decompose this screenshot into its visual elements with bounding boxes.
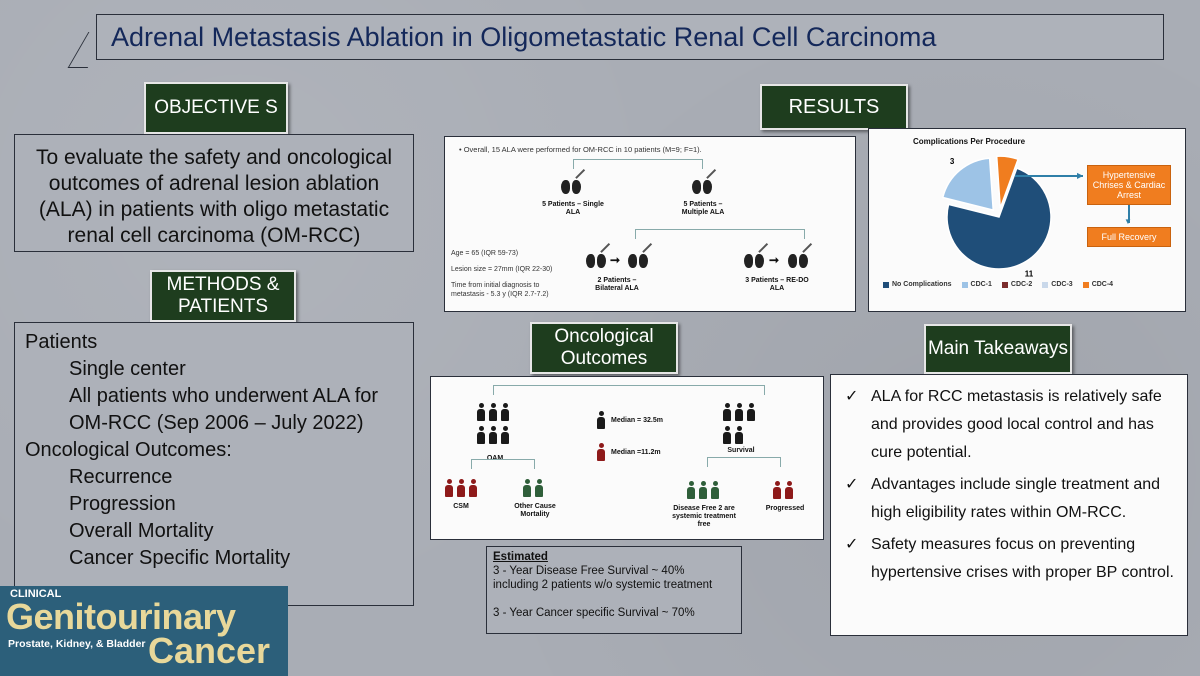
other-mortality-text: Other Cause Mortality [514,503,556,518]
patients-item: All patients who underwent ALA for OM-RC… [69,385,379,434]
estimated-line: including 2 patients w/o systemic treatm… [493,579,713,591]
estimated-panel: Estimated 3 - Year Disease Free Survival… [486,546,742,634]
chart-title: Complications Per Procedure [912,137,1026,146]
person-icon [596,443,606,461]
takeaway-item: Advantages include single treatment and … [837,471,1179,527]
other-people [521,479,545,502]
legend-label: CDC-2 [1010,281,1033,288]
csm-people [443,479,479,502]
logo-cancer: Cancer [148,630,271,671]
takeaway-item: Safety measures focus on preventing hype… [837,531,1179,587]
legend-item: No Complications [883,281,952,288]
outcomes-item: Progression [69,493,176,515]
legend-item: CDC-1 [961,281,992,288]
patients-heading: Patients [25,331,98,353]
pie-slice-no-complications [946,167,1052,270]
kidney-icon [585,242,610,276]
pie-value-label: 1 [1007,149,1012,150]
results-panel: • Overall, 15 ALA were performed for OM-… [444,136,856,312]
pie-value-label: 3 [950,157,955,166]
journal-logo: CLINICAL Genitourinary Prostate, Kidney,… [0,586,288,676]
kidney-icon [743,242,768,276]
oncological-label: Oncological Outcomes [530,322,678,374]
csm-text: CSM [453,503,469,510]
pie-slice-cdc-1 [941,157,995,212]
median-2: Median =11.2m [611,449,661,456]
legend-item: CDC-2 [1001,281,1033,288]
estimated-heading: Estimated [493,551,548,563]
single-ala-text: 5 Patients – Single ALA [542,201,604,216]
arrow-icon: ➞ [610,253,621,267]
outcomes-item: Overall Mortality [69,520,214,542]
person-icon [596,411,606,429]
legend-swatch [961,281,968,288]
objective-text: To evaluate the safety and oncological o… [35,146,393,247]
median-1: Median = 32.5m [611,417,663,424]
progressed-people [771,481,795,504]
bilateral-ala-text: 2 Patients – Bilateral ALA [595,277,639,292]
takeaways-panel: ALA for RCC metastasis is relatively saf… [830,374,1188,636]
methods-label: METHODS & PATIENTS [150,270,296,322]
legend-swatch [1001,281,1008,288]
logo-small-text: CLINICAL [10,588,62,600]
page-title: Adrenal Metastasis Ablation in Oligometa… [111,21,937,52]
disease-free-people [685,481,721,504]
legend-item: CDC-3 [1042,281,1073,288]
results-overall: • Overall, 15 ALA were performed for OM-… [459,145,702,154]
methods-panel: Patients Single center All patients who … [14,322,414,606]
oncological-panel: OAM Median = 32.5m Median =11.2m Surviva… [430,376,824,540]
takeaways-label: Main Takeaways [924,324,1072,374]
complication-box: Hypertensive Chrises & Cardiac Arrest [1087,165,1171,205]
redo-ala-text: 3 Patients – RE-DO ALA [745,277,809,292]
chart-legend: No Complications CDC-1 CDC-2 CDC-3 CDC-4 [883,281,1113,288]
oam-people [475,403,515,449]
logo-title: Genitourinary [6,596,236,637]
age-stat: Age = 65 (IQR 59-73) [451,250,519,257]
pie-value-label: 11 [1025,270,1034,279]
survival-people [721,403,761,449]
estimated-line: 3 - Year Cancer specific Survival ~ 70% [493,607,695,619]
kidney-icon [787,242,812,276]
outcomes-heading: Oncological Outcomes: [25,439,232,461]
outcomes-item: Cancer Specific Mortality [69,547,291,569]
objective-label: OBJECTIVE S [144,82,288,134]
legend-swatch [1082,281,1089,288]
arrow-icon: ➞ [769,253,780,267]
legend-swatch [883,281,889,288]
takeaway-item: ALA for RCC metastasis is relatively saf… [837,383,1179,467]
oam-text: OAM [486,455,504,462]
legend-item: CDC-4 [1082,281,1114,288]
pie-chart: 11 3 1 [941,149,1052,279]
title-box: Adrenal Metastasis Ablation in Oligometa… [96,14,1164,60]
time-stat: Time from initial diagnosis to metastasi… [451,282,549,298]
outcomes-item: Recurrence [69,466,173,488]
recovery-box: Full Recovery [1087,227,1171,247]
complications-panel: Complications Per Procedure 1131 ▶ Hyper… [868,128,1186,312]
kidney-icon [560,168,585,202]
logo-subtitle: Prostate, Kidney, & Bladder [8,638,146,650]
lesion-stat: Lesion size = 27mm (IQR 22-30) [451,266,553,273]
legend-label: CDC-3 [1051,281,1073,288]
survival-text: Survival [727,447,755,454]
kidney-icon [627,242,652,276]
kidney-icon [691,168,716,202]
legend-label: CDC-1 [970,281,992,288]
legend-label: CDC-4 [1091,281,1114,288]
results-label: RESULTS [760,84,908,130]
objective-panel: To evaluate the safety and oncological o… [14,134,414,252]
estimated-line: 3 - Year Disease Free Survival ~ 40% [493,565,685,577]
progressed-text: Progressed [765,505,805,512]
multiple-ala-text: 5 Patients – Multiple ALA [681,201,725,216]
pie-slice-cdc-4 [995,155,1020,209]
patients-item: Single center [69,358,186,380]
legend-label: No Complications [892,281,952,288]
disease-free-text: Disease Free 2 are systemic treatment fr… [672,505,736,528]
legend-swatch [1042,281,1049,288]
